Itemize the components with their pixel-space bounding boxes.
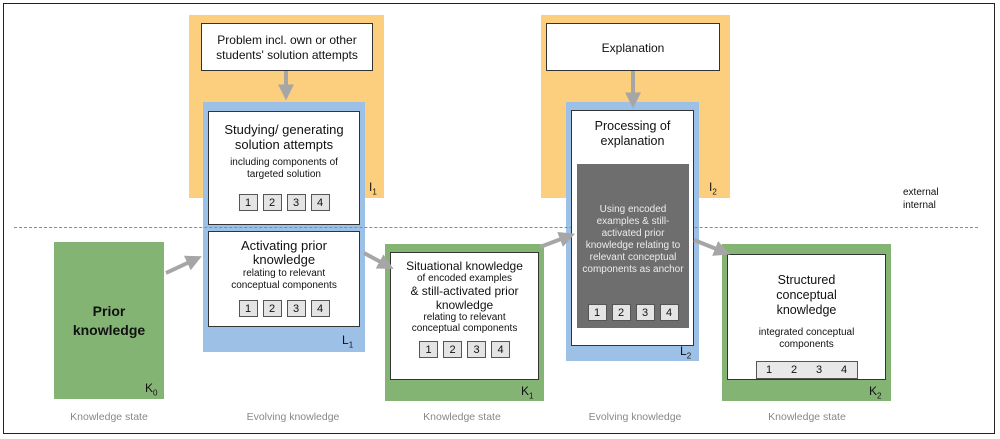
corner-label-k1: K1 [521,384,534,401]
prior-knowledge-label: Prior knowledge [72,303,146,338]
component-number: 1 [238,194,258,211]
situational-mid: & still-activated prior knowledge [410,284,519,312]
component-number: 1 [587,304,607,321]
arrow-processing-to-structured [693,238,730,256]
explanation-text: Explanation [601,41,665,55]
structured-sub: integrated conceptual components [758,327,855,350]
bottom-label-knowledge-state-1: Knowledge state [423,411,501,423]
explanation-box: Explanation [546,23,720,71]
external-internal-divider [14,227,978,228]
component-number: 2 [790,364,798,376]
component-number: 3 [286,194,306,211]
bottom-label-knowledge-state-0: Knowledge state [70,411,148,423]
component-number: 4 [659,304,679,321]
situational-box: Situational knowledge of encoded example… [390,252,539,380]
studying-box: Studying/ generating solution attempts i… [208,111,360,225]
structured-box: Structured conceptual knowledge integrat… [727,254,886,380]
component-number: 4 [310,194,330,211]
corner-label-k0: K0 [145,381,158,398]
component-number: 3 [286,300,306,317]
studying-sub: including components of targeted solutio… [230,157,338,180]
component-number: 1 [238,300,258,317]
corner-label-k2: K2 [869,384,882,401]
activating-title: Activating prior knowledge [241,238,327,267]
processing-inner-text: Using encoded examples & still-activated… [582,204,684,275]
processing-inner-box: Using encoded examples & still-activated… [577,164,689,328]
external-label: external [903,187,939,198]
component-number: 3 [467,341,486,358]
structured-component-numbers: 1 2 3 4 [755,361,858,379]
component-number: 3 [635,304,655,321]
corner-label-i1: I1 [369,180,377,197]
arrow-situational-to-processing [539,231,575,249]
bottom-label-evolving-knowledge-1: Evolving knowledge [246,411,340,423]
situational-title: Situational knowledge [406,259,523,273]
panel-k0 [54,242,164,399]
component-number: 2 [262,300,282,317]
internal-label: internal [903,200,936,211]
problem-box: Problem incl. own or other students' sol… [201,23,373,71]
studying-component-numbers: 1 2 3 4 [209,194,359,211]
arrow-prior-to-activating [165,255,202,275]
component-number: 3 [815,364,823,376]
situational-sub2: relating to relevant conceptual componen… [411,312,518,334]
diagram-frame [3,3,995,434]
corner-label-l1: L1 [342,333,354,350]
structured-title: Structured conceptual knowledge [776,273,837,317]
component-number: 1 [419,341,438,358]
component-number: 2 [262,194,282,211]
component-number: 4 [310,300,330,317]
component-number: 2 [611,304,631,321]
processing-title: Processing of explanation [594,119,671,148]
arrow-activating-to-situational [363,251,394,270]
situational-component-numbers: 1 2 3 4 [391,341,538,358]
activating-component-numbers: 1 2 3 4 [209,300,359,317]
component-number: 4 [491,341,510,358]
situational-sub1: of encoded examples [416,273,513,284]
activating-sub: relating to relevant conceptual componen… [231,268,337,291]
studying-title: Studying/ generating solution attempts [224,122,344,152]
corner-label-i2: I2 [709,180,717,197]
component-number: 4 [840,364,848,376]
processing-component-numbers: 1 2 3 4 [577,304,689,321]
bottom-label-knowledge-state-2: Knowledge state [768,411,846,423]
problem-text: Problem incl. own or other students' sol… [216,33,358,62]
activating-box: Activating prior knowledge relating to r… [208,231,360,327]
component-number: 2 [443,341,462,358]
bottom-label-evolving-knowledge-2: Evolving knowledge [588,411,682,423]
component-number: 1 [765,364,773,376]
corner-label-l2: L2 [680,344,692,361]
